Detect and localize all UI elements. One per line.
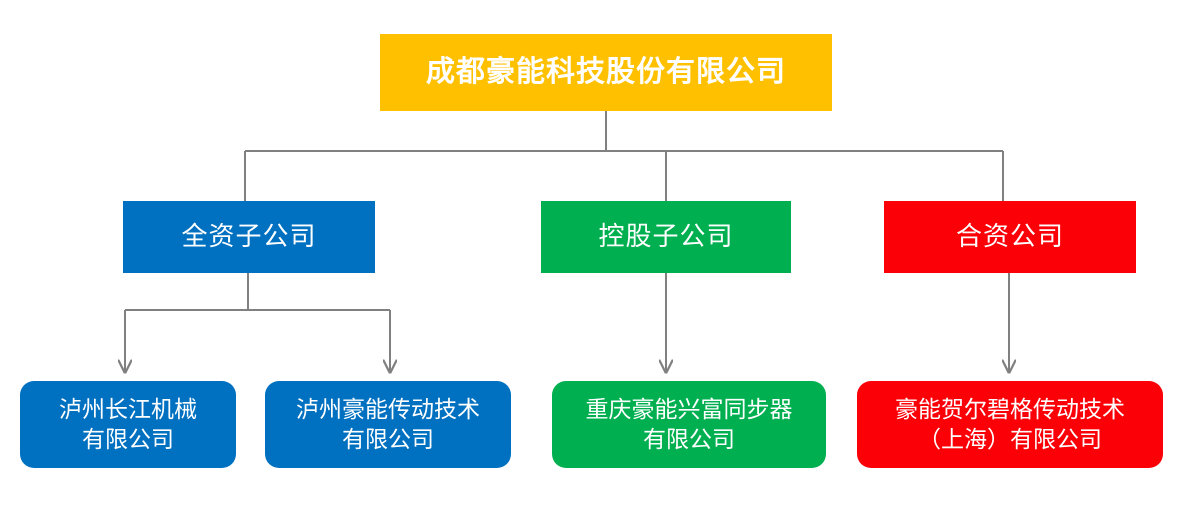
node-category-holding[interactable]: 控股子公司 xyxy=(541,201,791,273)
node-category-joint-venture[interactable]: 合资公司 xyxy=(884,201,1136,273)
node-subsidiary-chongqing-xingfu[interactable]: 重庆豪能兴富同步器 有限公司 xyxy=(552,381,826,468)
node-subsidiary-hoerbiger-shanghai[interactable]: 豪能贺尔碧格传动技术 （上海）有限公司 xyxy=(857,381,1163,468)
node-subsidiary-luzhou-changjiang[interactable]: 泸州长江机械 有限公司 xyxy=(20,381,236,468)
node-category-wholly-owned[interactable]: 全资子公司 xyxy=(123,201,375,273)
connector-wholly-owned-branch xyxy=(125,273,390,372)
node-subsidiary-luzhou-haoneng[interactable]: 泸州豪能传动技术 有限公司 xyxy=(265,381,511,468)
connector-root-to-bus xyxy=(244,111,1004,201)
node-parent-company[interactable]: 成都豪能科技股份有限公司 xyxy=(380,34,832,111)
